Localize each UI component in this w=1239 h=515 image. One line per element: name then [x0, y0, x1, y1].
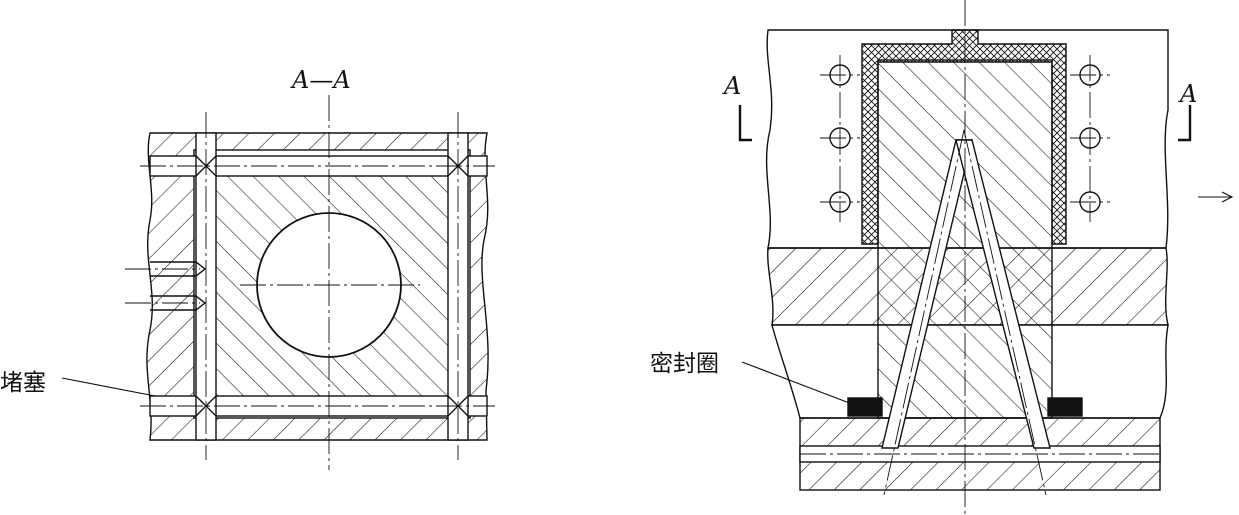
left-section-view [61, 95, 495, 470]
section-mark-right: A [1180, 80, 1198, 108]
plug-leader-line [61, 377, 156, 397]
flow-arrow [1198, 191, 1234, 203]
seal-ring-left [847, 397, 883, 417]
right-assembly-view [738, 0, 1234, 515]
cooling-sleeve [861, 29, 1067, 245]
seal-ring-right [1047, 397, 1083, 417]
plug-holes [150, 261, 207, 311]
section-mark-left: A [724, 72, 742, 100]
left-centerlines [125, 95, 495, 470]
seal-leader-line [741, 361, 853, 405]
right-centerlines [800, 0, 1160, 515]
section-arrow-right [1178, 105, 1192, 142]
section-title: A—A [292, 66, 351, 94]
seal-label: 密封圈 [650, 351, 719, 377]
section-arrow-left [738, 105, 752, 142]
plug-label: 堵塞 [0, 370, 46, 396]
